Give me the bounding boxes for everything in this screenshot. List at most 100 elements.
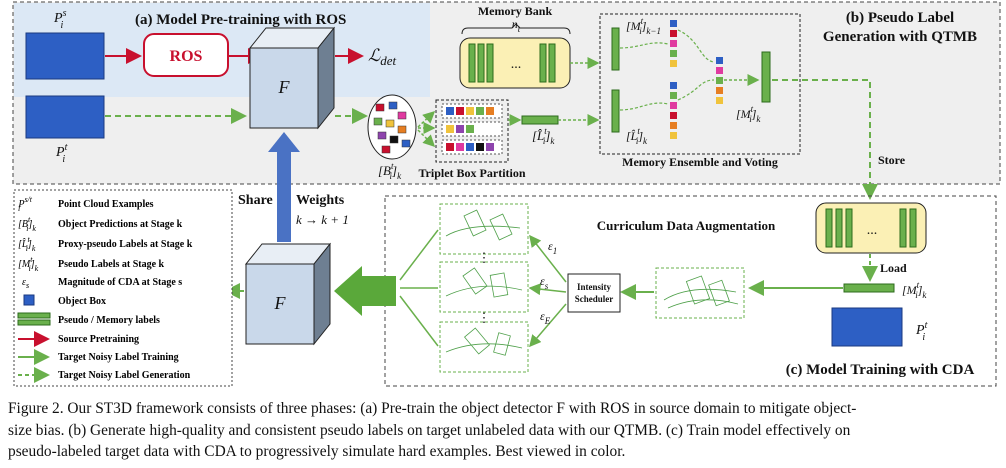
ensemble-links	[619, 29, 715, 111]
share-weights-shaft	[277, 150, 291, 242]
scheduler-to-sample-1	[529, 234, 567, 283]
big-green-arrow	[334, 266, 396, 316]
cda-input-sample	[655, 267, 745, 319]
sample-E-to-model-line	[399, 295, 439, 347]
store-arrow	[772, 79, 878, 200]
proxy-labels-bar	[521, 115, 559, 125]
vdots-1: ⋮	[478, 250, 491, 265]
augmented-pointcloud-s	[445, 267, 523, 298]
memory-ensemble-frame	[599, 13, 801, 155]
legend-frame	[13, 189, 233, 387]
legend-label-2: Proxy-pseudo Labels at Stage k	[58, 239, 193, 250]
augmented-sample-E	[439, 321, 529, 373]
scheduler-to-sample-s	[528, 283, 567, 296]
memory-bank-c-bars	[825, 208, 917, 248]
model-f-cube-top: F	[248, 26, 336, 130]
triplet-partition-label: Triplet Box Partition	[418, 166, 525, 180]
memory-bank-c-ellipsis: ...	[867, 223, 878, 238]
eps-s-label: εs	[540, 274, 549, 291]
ensemble-column-2	[716, 57, 723, 104]
framework-diagram: (a) Model Pre-training with ROS (b) Pseu…	[12, 1, 1001, 387]
ros-block	[143, 33, 229, 77]
triplet-rows	[441, 103, 503, 155]
legend-label-1: Object Predictions at Stage k	[58, 219, 183, 230]
caption-line-1: Figure 2. Our ST3D framework consists of…	[8, 400, 857, 417]
svg-text:F: F	[274, 293, 287, 313]
intensity-scheduler-box	[567, 273, 621, 313]
memory-bank-label: Memory Bank	[478, 4, 553, 18]
vdots-2: ⋮	[478, 310, 491, 325]
augmented-sample-1	[439, 203, 529, 255]
memory-ensemble-label: Memory Ensemble and Voting	[622, 155, 778, 169]
prediction-boxes	[373, 101, 411, 154]
store-label: Store	[878, 153, 906, 167]
legend-label-9: Target Noisy Label Generation	[58, 370, 191, 381]
augmented-pointcloud-E	[445, 327, 523, 356]
share-weights-head	[268, 132, 300, 152]
legend-label-3: Pseudo Labels at Stage k	[58, 259, 165, 270]
scheduler-to-sample-E	[529, 303, 567, 348]
intensity-scheduler-line2: Scheduler	[575, 294, 614, 304]
previous-memory-bar	[611, 27, 620, 71]
augmented-pointcloud-1	[445, 209, 521, 241]
legend-label-0: Point Cloud Examples	[58, 199, 154, 210]
stage-step-label: k → k + 1	[296, 212, 349, 227]
panel-a-title: (a) Model Pre-training with ROS	[135, 12, 346, 28]
source-point-cloud-box	[25, 32, 105, 80]
legend-label-7: Source Pretraining	[58, 334, 139, 345]
svg-text:F: F	[278, 77, 291, 97]
legend-label-5: Object Box	[58, 296, 106, 307]
figure: (a) Model Pre-training with ROS (b) Pseu…	[12, 1, 1001, 387]
load-label: Load	[880, 261, 907, 275]
triplet-partition-frame	[435, 99, 509, 163]
augmented-sample-s	[439, 261, 529, 313]
legend-label-8: Target Noisy Label Training	[58, 352, 179, 363]
memory-bank-ellipsis: ...	[511, 57, 522, 72]
loss-det-top: ℒdet	[368, 46, 397, 68]
panel-b-title-line1: (b) Pseudo Label	[846, 10, 954, 26]
pred-to-triplet-1	[417, 110, 436, 128]
panel-c-title: (c) Model Training with CDA	[786, 362, 975, 378]
caption-line-2: size bias. (b) Generate high-quality and…	[8, 421, 851, 439]
pred-to-triplet-3	[417, 129, 436, 148]
figure-caption: Figure 2. Our ST3D framework consists of…	[8, 398, 1000, 463]
target-point-cloud-c-box	[831, 307, 903, 347]
model-f-cube-bottom: F	[244, 242, 332, 346]
loaded-labels-bar	[843, 283, 895, 293]
legend-object-box-swatch	[23, 294, 35, 306]
proxy-memory-bar	[611, 89, 620, 133]
memory-bank-n: nt	[512, 17, 521, 34]
cda-title: Curriculum Data Augmentation	[597, 218, 776, 233]
legend-memory-swatch-2	[17, 319, 51, 326]
share-label: Share	[238, 193, 273, 208]
eps-E-label: εE	[540, 309, 551, 326]
memory-bank-brace	[461, 23, 571, 35]
memory-bank-c-box	[815, 202, 927, 254]
weights-label: Weights	[296, 193, 345, 208]
ros-label: ROS	[170, 48, 203, 65]
legend-sym-4: εs	[22, 277, 29, 290]
legend-label-4: Magnitude of CDA at Stage s	[58, 277, 182, 288]
eps-1-label: ε1	[548, 239, 557, 256]
ensemble-column-1	[670, 20, 677, 139]
target-point-cloud-box	[25, 95, 105, 139]
legend-memory-swatch-1	[17, 312, 51, 319]
sample-1-to-model-line	[399, 229, 439, 281]
memory-bank-bars	[468, 43, 556, 83]
panel-b-title-line2: Generation with QTMB	[823, 29, 977, 45]
caption-line-3: pseudo-labeled target data with CDA to p…	[8, 443, 626, 460]
